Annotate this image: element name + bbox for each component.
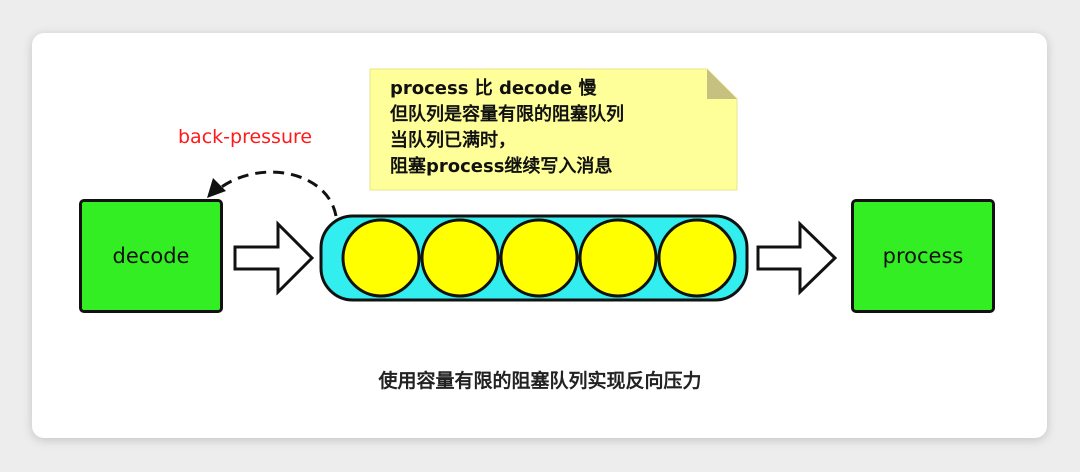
arrow-decode-to-queue [233,220,315,296]
back-pressure-arrow [219,170,338,217]
arrow-queue-to-process [756,220,838,296]
queue-item [341,218,421,298]
note-line: 阻塞process继续写入消息 [390,156,613,177]
note-folded-corner [707,69,737,99]
process-label: process [882,244,964,268]
note-text: process 比 decode 慢 但队列是容量有限的阻塞队列 当队列已满时，… [390,76,624,180]
queue-item [578,218,658,298]
process-box: process [851,199,995,313]
queue-items [341,218,737,298]
decode-label: decode [112,244,190,268]
queue-item [499,218,579,298]
back-pressure-arrowhead [207,178,226,198]
back-pressure-label: back-pressure [178,126,313,148]
note-line: process 比 decode 慢 [390,78,597,99]
queue-item [657,218,737,298]
decode-box: decode [79,199,223,313]
diagram-caption: 使用容量有限的阻塞队列实现反向压力 [378,370,702,392]
note-background [369,68,738,191]
note-line: 当队列已满时， [390,130,516,151]
note-line: 但队列是容量有限的阻塞队列 [390,104,624,125]
queue-item [420,218,500,298]
